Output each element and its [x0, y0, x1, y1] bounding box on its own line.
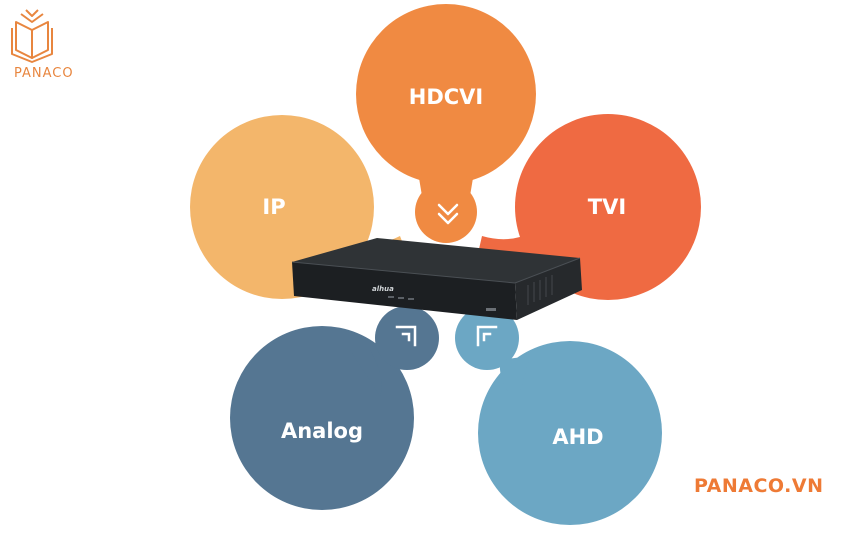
panaco-logo-icon: [11, 9, 53, 63]
ahd-label: AHD: [552, 425, 603, 449]
ip-label: IP: [262, 195, 285, 219]
analog-label: Analog: [281, 419, 363, 443]
panaco-logo-text: PANACO: [14, 66, 74, 81]
ahd-bubble: AHD: [455, 306, 662, 525]
corner-arrow-up-right-icon: [395, 325, 417, 347]
analog-bubble: Analog: [230, 306, 439, 510]
hdcvi-label: HDCVI: [409, 85, 483, 109]
tvi-label: TVI: [588, 195, 626, 219]
device-brand-mark: alhua: [372, 285, 394, 293]
double-chevron-down-icon: [437, 203, 459, 225]
corner-arrow-up-left-icon: [476, 325, 498, 347]
hdcvi-bubble: HDCVI: [356, 4, 536, 243]
panaco-website-url[interactable]: PANACO.VN: [694, 475, 824, 497]
recorder-device: alhua: [291, 238, 582, 320]
